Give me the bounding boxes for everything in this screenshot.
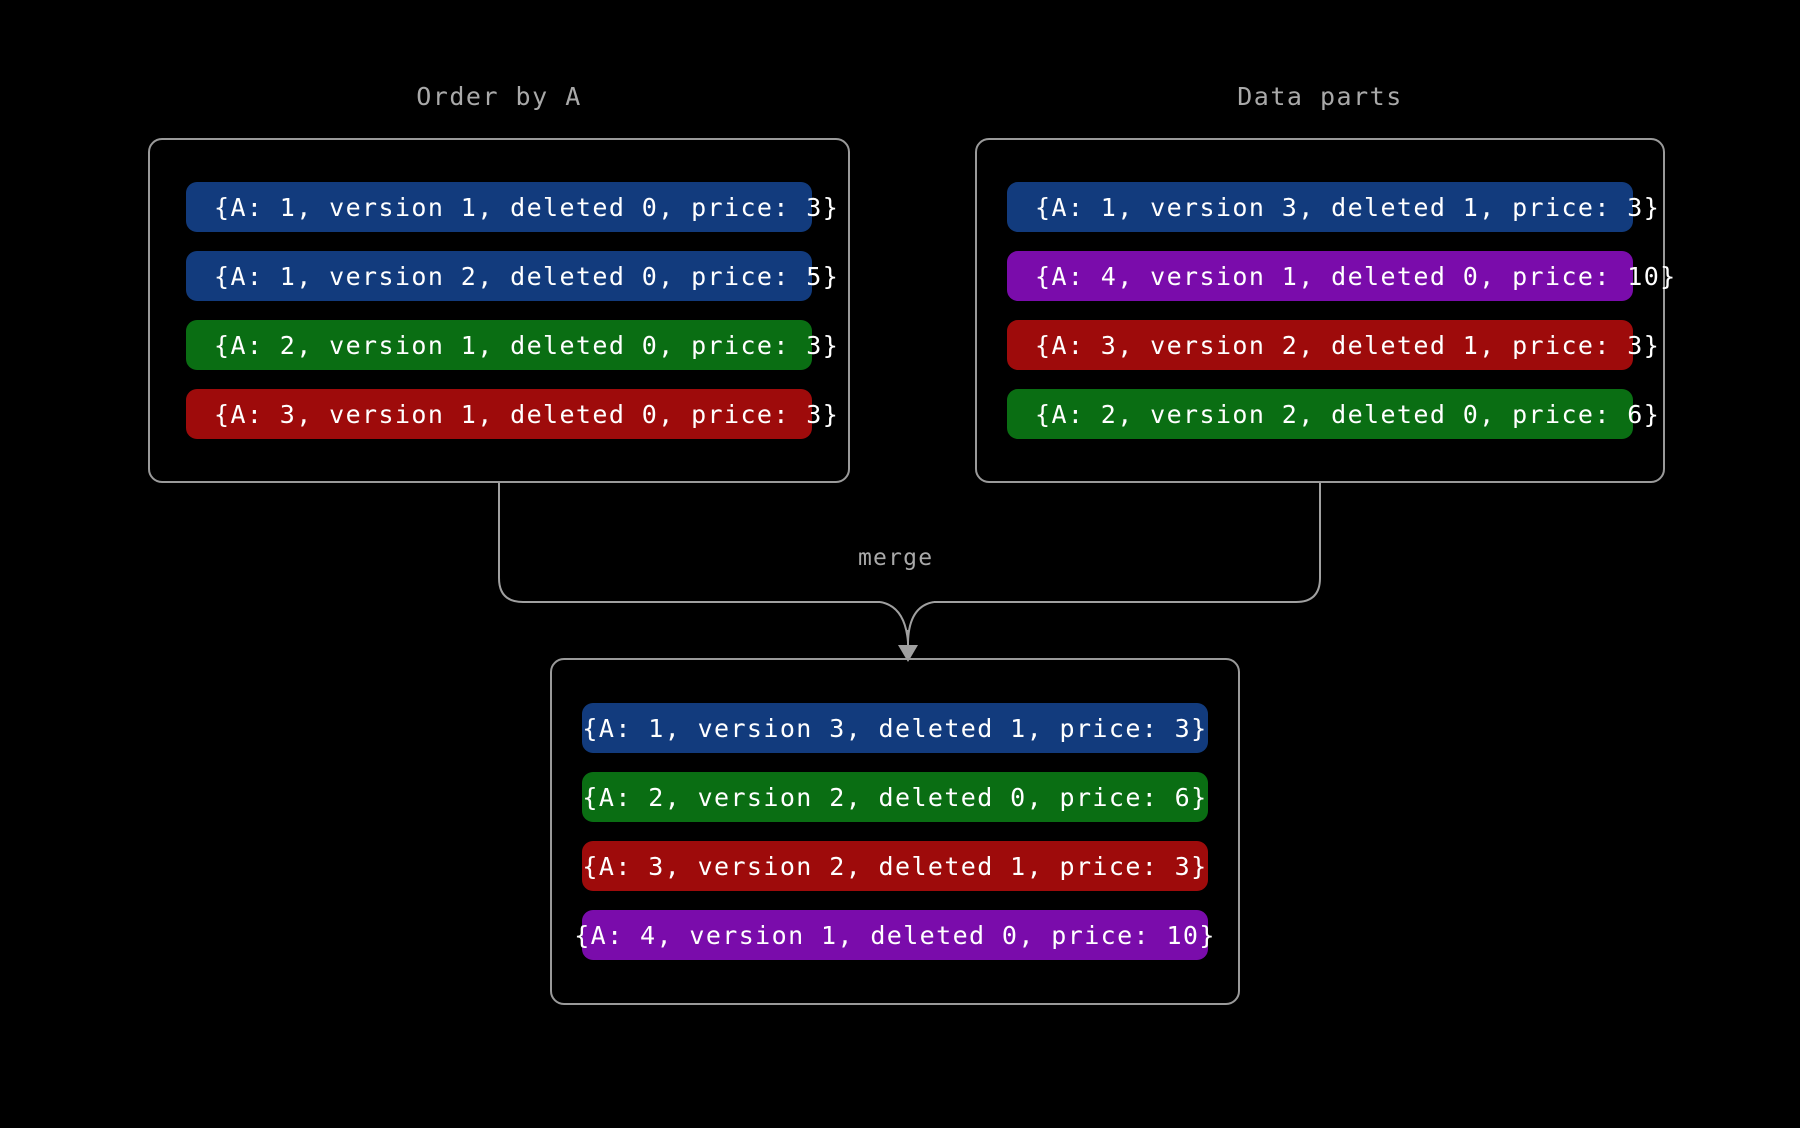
connector-path-left: [498, 483, 880, 603]
list-item[interactable]: {A: 1, version 1, deleted 0, price: 3}: [186, 182, 838, 232]
list-item[interactable]: {A: 2, version 1, deleted 0, price: 3}: [186, 320, 838, 370]
list-item[interactable]: {A: 1, version 3, deleted 1, price: 3}: [582, 703, 1208, 753]
right-panel-rows: {A: 1, version 3, deleted 1, price: 3} {…: [977, 182, 1675, 439]
list-item[interactable]: {A: 1, version 2, deleted 0, price: 5}: [186, 251, 838, 301]
list-item[interactable]: {A: 2, version 2, deleted 0, price: 6}: [582, 772, 1208, 822]
left-panel-title: Order by A: [416, 82, 582, 111]
list-item[interactable]: {A: 1, version 3, deleted 1, price: 3}: [1007, 182, 1659, 232]
list-item[interactable]: {A: 2, version 2, deleted 0, price: 6}: [1007, 389, 1659, 439]
list-item[interactable]: {A: 3, version 1, deleted 0, price: 3}: [186, 389, 838, 439]
order-by-a-panel: {A: 1, version 1, deleted 0, price: 3} {…: [148, 138, 850, 483]
connector-join-left: [879, 601, 909, 643]
connector-path-right: [934, 483, 1321, 603]
data-parts-panel: {A: 1, version 3, deleted 1, price: 3} {…: [975, 138, 1675, 483]
right-panel-title: Data parts: [1237, 82, 1403, 111]
list-item[interactable]: {A: 4, version 1, deleted 0, price: 10}: [574, 910, 1214, 960]
list-item[interactable]: {A: 3, version 2, deleted 1, price: 3}: [582, 841, 1208, 891]
list-item[interactable]: {A: 3, version 2, deleted 1, price: 3}: [1007, 320, 1659, 370]
left-panel-rows: {A: 1, version 1, deleted 0, price: 3} {…: [150, 182, 848, 439]
list-item[interactable]: {A: 4, version 1, deleted 0, price: 10}: [1007, 251, 1675, 301]
merged-panel-rows: {A: 1, version 3, deleted 1, price: 3} {…: [552, 703, 1238, 960]
merge-label: merge: [858, 545, 934, 571]
merged-result-panel: {A: 1, version 3, deleted 1, price: 3} {…: [550, 658, 1240, 1005]
connector-join-right: [907, 601, 935, 643]
